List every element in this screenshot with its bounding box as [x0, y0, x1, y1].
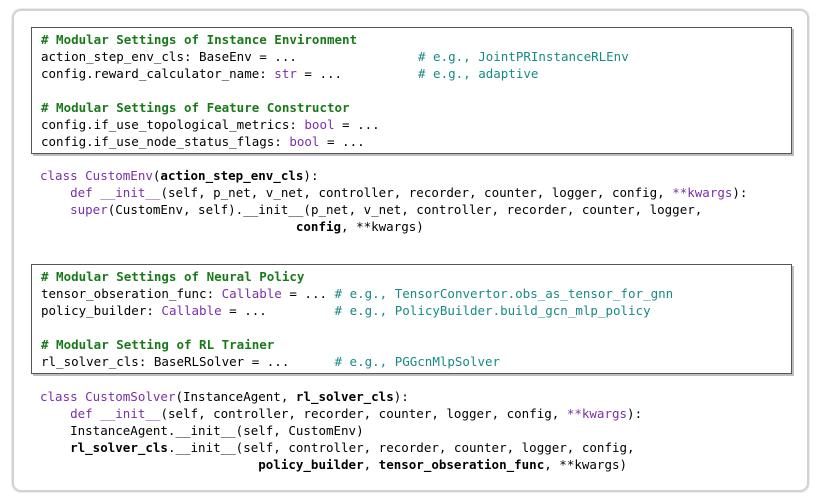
code-text: config.reward_calculator_name:: [41, 66, 275, 81]
code-text: = ...: [319, 134, 365, 149]
indent: [40, 406, 70, 421]
code-text: , **kwargs): [341, 219, 424, 234]
example-comment: # e.g., PolicyBuilder.build_gcn_mlp_poli…: [334, 303, 651, 318]
policy-builder-line: policy_builder: Callable = ... # e.g., P…: [41, 302, 651, 319]
code-text: (: [152, 168, 161, 183]
code-text: .__init__(self, controller, recorder, co…: [167, 440, 635, 455]
custom-env-super-line: super(CustomEnv, self).__init__(p_net, v…: [40, 201, 702, 218]
indent: [40, 202, 70, 217]
heading-text: # Modular Settings of Instance Environme…: [41, 32, 358, 47]
type-keyword: str: [274, 66, 297, 81]
heading-text: # Modular Settings of Neural Policy: [41, 269, 305, 284]
custom-env-init-def-line: def __init__(self, p_net, v_net, control…: [40, 184, 747, 201]
indent: [40, 457, 258, 472]
custom-env-class-line: class CustomEnv(action_step_env_cls):: [40, 167, 318, 184]
code-text: (InstanceAgent,: [175, 389, 296, 404]
code-text: ):: [303, 168, 319, 183]
custom-env-config-line: config, **kwargs): [40, 218, 424, 235]
class-keyword: class: [40, 168, 86, 183]
config-arg: config: [295, 219, 342, 234]
code-text: ,: [363, 457, 379, 472]
function-name: __init__: [100, 406, 161, 421]
class-name: CustomEnv: [85, 168, 153, 183]
code-text: tensor_obseration_func:: [41, 286, 222, 301]
custom-solver-class-line: class CustomSolver(InstanceAgent, rl_sol…: [40, 388, 409, 405]
function-name: __init__: [100, 185, 161, 200]
topological-metrics-line: config.if_use_topological_metrics: bool …: [41, 116, 380, 133]
heading-text: # Modular Setting of RL Trainer: [41, 337, 275, 352]
code-text: config.if_use_node_status_flags:: [41, 134, 290, 149]
example-comment: # e.g., JointPRInstanceRLEnv: [418, 49, 629, 64]
env-settings-box: # Modular Settings of Instance Environme…: [31, 27, 792, 154]
kwargs-keyword: **kwargs: [672, 185, 733, 200]
type-keyword: Callable: [221, 286, 282, 301]
instance-agent-init-line: InstanceAgent.__init__(self, CustomEnv): [40, 422, 364, 439]
node-status-flags-line: config.if_use_node_status_flags: bool = …: [41, 133, 365, 150]
tensor-obs-func-arg: tensor_obseration_func: [378, 457, 545, 472]
heading-text: # Modular Settings of Feature Constructo…: [41, 100, 350, 115]
custom-solver-init-def-line: def __init__(self, controller, recorder,…: [40, 405, 642, 422]
class-name: CustomSolver: [85, 389, 176, 404]
code-text: rl_solver_cls: BaseRLSolver = ...: [41, 354, 335, 369]
code-text: = ...: [334, 117, 380, 132]
feature-settings-heading: # Modular Settings of Feature Constructo…: [41, 99, 350, 116]
policy-settings-box: # Modular Settings of Neural Policy tens…: [31, 264, 792, 374]
policy-builder-arg: policy_builder: [258, 457, 364, 472]
code-text: = ...: [221, 303, 335, 318]
rl-solver-init-line: rl_solver_cls.__init__(self, controller,…: [40, 439, 635, 456]
tensor-obs-func-line: tensor_obseration_func: Callable = ... #…: [41, 285, 673, 302]
example-comment: # e.g., TensorConvertor.obs_as_tensor_fo…: [334, 286, 674, 301]
example-comment: # e.g., PGGcnMlpSolver: [334, 354, 501, 369]
code-text: ):: [393, 389, 409, 404]
code-text: (self, p_net, v_net, controller, recorde…: [160, 185, 673, 200]
code-text: config.if_use_topological_metrics:: [41, 117, 305, 132]
type-keyword: bool: [289, 134, 320, 149]
type-keyword: bool: [304, 117, 335, 132]
kwargs-keyword: **kwargs: [566, 406, 628, 421]
env-settings-heading: # Modular Settings of Instance Environme…: [41, 31, 357, 48]
base-class: rl_solver_cls: [295, 389, 394, 404]
code-text: action_step_env_cls: BaseEnv = ...: [41, 49, 297, 64]
rl-solver-cls-line: rl_solver_cls: BaseRLSolver = ... # e.g.…: [41, 353, 500, 370]
code-text: = ...: [296, 66, 343, 81]
def-keyword: def: [70, 185, 101, 200]
action-step-env-cls-line: action_step_env_cls: BaseEnv = ... # e.g.…: [41, 48, 629, 65]
neural-policy-heading: # Modular Settings of Neural Policy: [41, 268, 304, 285]
code-text: (CustomEnv, self).__init__(p_net, v_net,…: [107, 202, 703, 217]
code-text: = ...: [281, 286, 335, 301]
indent: [40, 185, 70, 200]
code-text: InstanceAgent.__init__(self, CustomEnv): [40, 423, 364, 438]
super-keyword: super: [70, 202, 108, 217]
type-keyword: Callable: [161, 303, 222, 318]
rl-solver-init-args-line: policy_builder, tensor_obseration_func, …: [40, 456, 627, 473]
example-comment: # e.g., adaptive: [418, 66, 539, 81]
code-text: (self, controller, recorder, counter, lo…: [160, 406, 567, 421]
code-text: policy_builder:: [41, 303, 162, 318]
rl-trainer-heading: # Modular Setting of RL Trainer: [41, 336, 274, 353]
indent: [40, 440, 70, 455]
base-class: action_step_env_cls: [160, 168, 304, 183]
rl-solver-cls-ref: rl_solver_cls: [70, 440, 168, 455]
reward-calculator-line: config.reward_calculator_name: str = ...…: [41, 65, 538, 82]
code-text: , **kwargs): [544, 457, 628, 472]
indent: [40, 219, 296, 234]
def-keyword: def: [70, 406, 101, 421]
class-keyword: class: [40, 389, 86, 404]
code-text: ):: [732, 185, 748, 200]
code-text: ):: [627, 406, 643, 421]
